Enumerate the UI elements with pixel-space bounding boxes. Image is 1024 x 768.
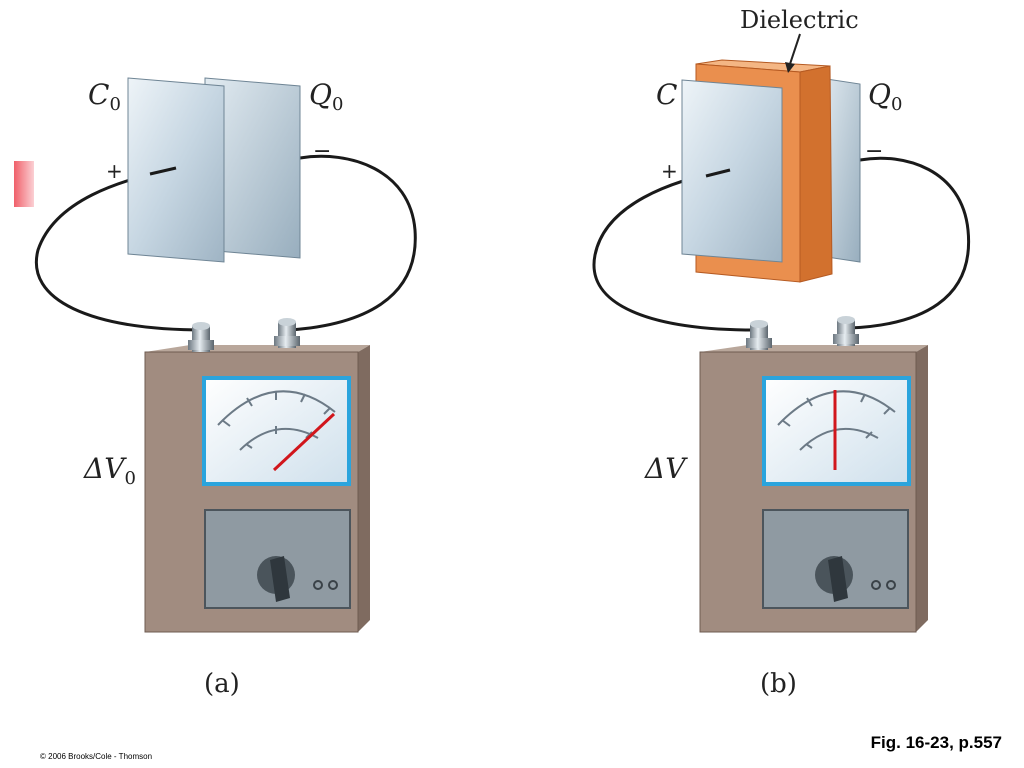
terminal-post-left-a [188,322,214,352]
copyright-notice: © 2006 Brooks/Cole - Thomson [40,752,153,761]
minus-sign-a: − [313,139,331,164]
charge-label-b: Q0 [868,78,902,115]
panel-a: C0 Q0 + − ΔV0 (a) [34,77,417,699]
voltmeter-b [699,316,928,633]
dielectric-arrow [789,33,801,65]
plus-sign-b: + [661,159,678,183]
knob-b [815,556,853,602]
panel-b: Dielectric C Q0 + − ΔV (b) [592,6,971,699]
jack-1-b [871,580,881,590]
jack-1-a [313,580,323,590]
jack-2-a [328,580,338,590]
wire-a [34,154,417,332]
caption-b: (b) [760,669,797,699]
caption-a: (a) [204,669,240,699]
minus-sign-b: − [865,139,883,164]
capacitor-label-a: C0 [88,78,121,115]
terminal-post-right-b [833,316,859,346]
voltage-label-a: ΔV0 [83,452,136,489]
terminal-post-right-a [274,318,300,348]
positive-plate-b [681,79,783,263]
plus-sign-a: + [106,159,123,183]
voltmeter-a [144,318,370,633]
dielectric-label: Dielectric [740,6,859,34]
positive-plate-a [127,77,225,263]
capacitor-label-b: C [656,78,677,111]
needle-a [272,412,336,472]
wire-b [592,156,971,332]
knob-a [257,556,295,602]
voltage-label-b: ΔV [644,452,688,485]
figure-reference: Fig. 16-23, p.557 [870,733,1002,752]
terminal-post-left-b [746,320,772,350]
red-edge-marker [14,161,34,207]
jack-2-b [886,580,896,590]
charge-label-a: Q0 [309,78,343,115]
